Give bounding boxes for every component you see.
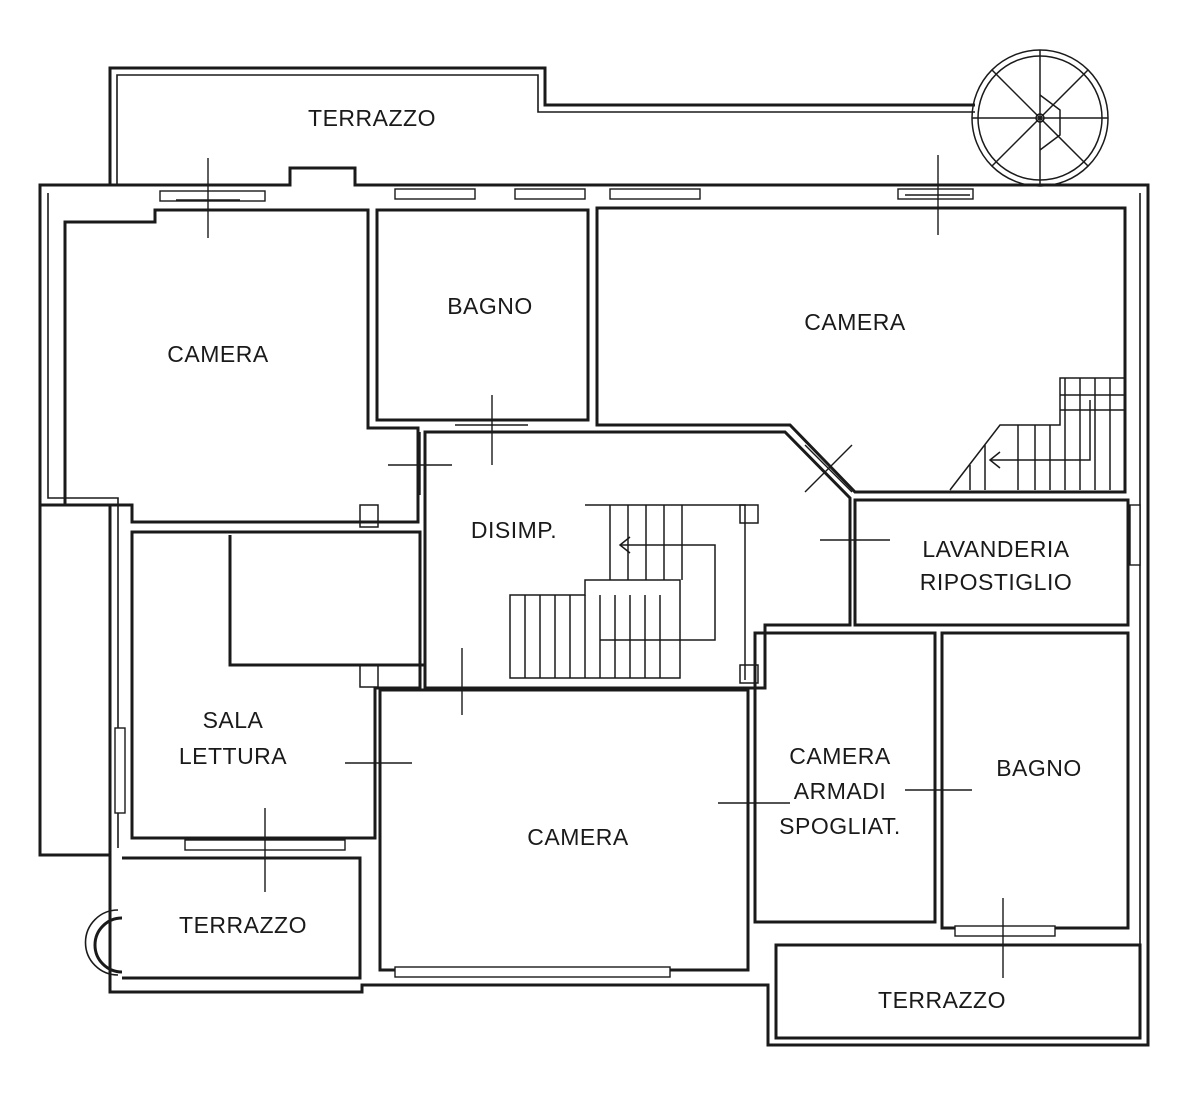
room-label-disimpegno: DISIMP.	[471, 517, 557, 543]
room-label-camera-armadi-2: ARMADI	[794, 778, 886, 804]
room-label-terrazzo-top: TERRAZZO	[308, 105, 436, 131]
room-label-lavanderia: LAVANDERIA	[922, 536, 1069, 562]
spiral-staircase-icon	[971, 49, 1109, 187]
room-label-sala: SALA	[203, 707, 264, 733]
room-label-camera-ne: CAMERA	[804, 309, 906, 335]
terrace-top-outline	[108, 66, 975, 185]
room-label-terrazzo-se: TERRAZZO	[878, 987, 1006, 1013]
column-markers	[359, 504, 379, 688]
room-labels: TERRAZZO CAMERA BAGNO CAMERA DISIMP. LAV…	[167, 105, 1081, 1013]
room-label-ripostiglio: RIPOSTIGLIO	[920, 569, 1072, 595]
interior-walls	[63, 206, 1142, 1040]
room-label-bagno-north: BAGNO	[447, 293, 533, 319]
room-label-lettura: LETTURA	[179, 743, 287, 769]
room-label-camera-armadi-3: SPOGLIAT.	[779, 813, 901, 839]
room-label-camera-south: CAMERA	[527, 824, 629, 850]
room-label-bagno-east: BAGNO	[996, 755, 1082, 781]
room-label-camera-armadi-1: CAMERA	[789, 743, 891, 769]
room-label-camera-nw: CAMERA	[167, 341, 269, 367]
door-markers	[176, 155, 1004, 978]
room-label-terrazzo-sw: TERRAZZO	[179, 912, 307, 938]
internal-staircase-icon	[509, 377, 1125, 684]
